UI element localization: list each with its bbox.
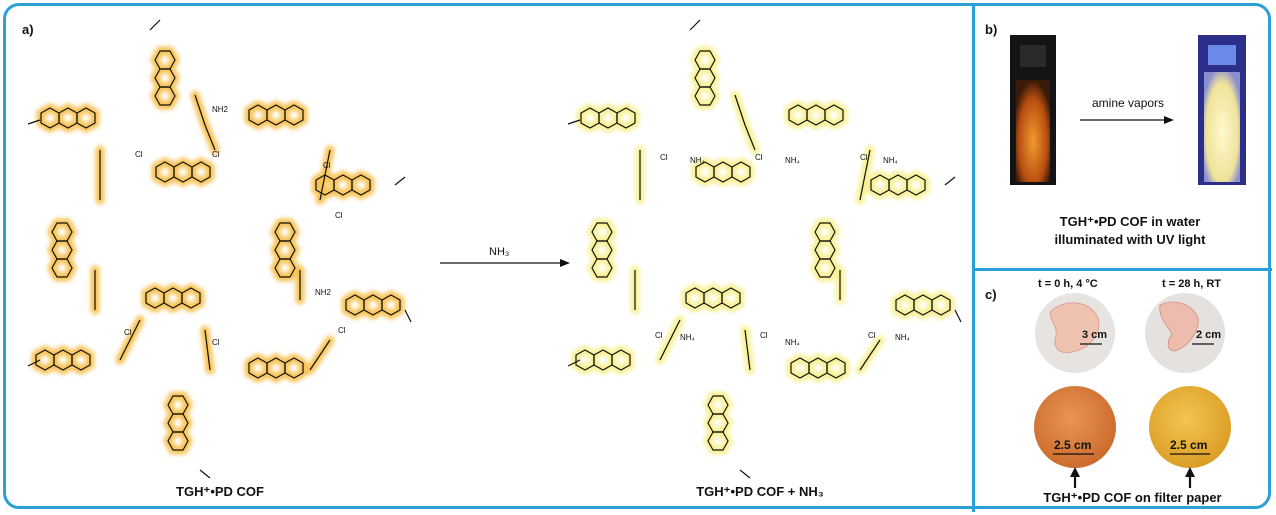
filter-paper-before [1034,386,1116,488]
chem-label: Cl [124,328,132,337]
caption-right-structure: TGH⁺•PD COF + NH₃ [696,484,824,499]
panel-b-caption-line1: TGH⁺•PD COF in water [1059,214,1201,229]
scale-label-tissue-after: 2 cm [1196,329,1222,341]
cuvette-before [1010,35,1056,185]
panel-divider-vertical [972,3,975,512]
panel-b-label: b) [985,22,998,37]
amine-vapors-label: amine vapors [1092,96,1165,110]
chem-label: Cl [760,331,768,340]
figure-frame [3,3,1271,509]
tissue-photo-after [1145,293,1225,373]
chem-label: Cl [868,331,876,340]
chem-label: Cl [335,211,343,220]
chem-label: Cl [135,150,143,159]
panel-c-caption: TGH⁺•PD COF on filter paper [1043,490,1222,505]
chem-label: NH₄ [895,333,910,342]
chem-label: Cl [212,150,220,159]
chem-label: NH₄ [680,333,695,342]
chem-label: NH2 [212,105,229,114]
tissue-photo-before [1035,293,1115,373]
chem-label: NH2 [315,288,332,297]
cuvette-after [1198,35,1246,185]
chem-label: Cl [860,153,868,162]
chem-label: Cl [212,338,220,347]
chem-label: NH₄ [785,338,800,347]
filter-paper-after [1149,386,1231,488]
time-label-after: t = 28 h, RT [1162,278,1221,290]
chem-label: NH₄ [883,156,898,165]
reaction-arrow-label: NH₃ [489,246,510,258]
panel-b-caption-line2: illuminated with UV light [1054,232,1206,247]
scale-label-paper-after: 2.5 cm [1170,438,1208,452]
chem-label: Cl [338,326,346,335]
panel-divider-horizontal [972,268,1272,271]
caption-left-structure: TGH⁺•PD COF [176,484,264,499]
reaction-arrow [440,259,570,267]
chem-label: Cl [323,161,331,170]
chem-label: Cl [660,153,668,162]
chem-label: NH₄ [785,156,800,165]
structure-right: Cl NH₄ Cl NH₄ Cl NH₄ Cl NH₄ Cl NH₄ Cl NH… [567,19,962,479]
panel-c-label: c) [985,287,997,302]
chem-label: NH₄ [690,156,705,165]
scale-label-paper-before: 2.5 cm [1054,438,1092,452]
amine-arrow [1080,116,1174,124]
chem-label: Cl [755,153,763,162]
chem-label: Cl [655,331,663,340]
structure-left: NH2 Cl Cl Cl Cl NH2 Cl Cl Cl [27,19,412,479]
time-label-before: t = 0 h, 4 °C [1038,278,1098,290]
panel-a-label: a) [22,22,34,37]
scale-label-tissue-before: 3 cm [1082,329,1108,341]
